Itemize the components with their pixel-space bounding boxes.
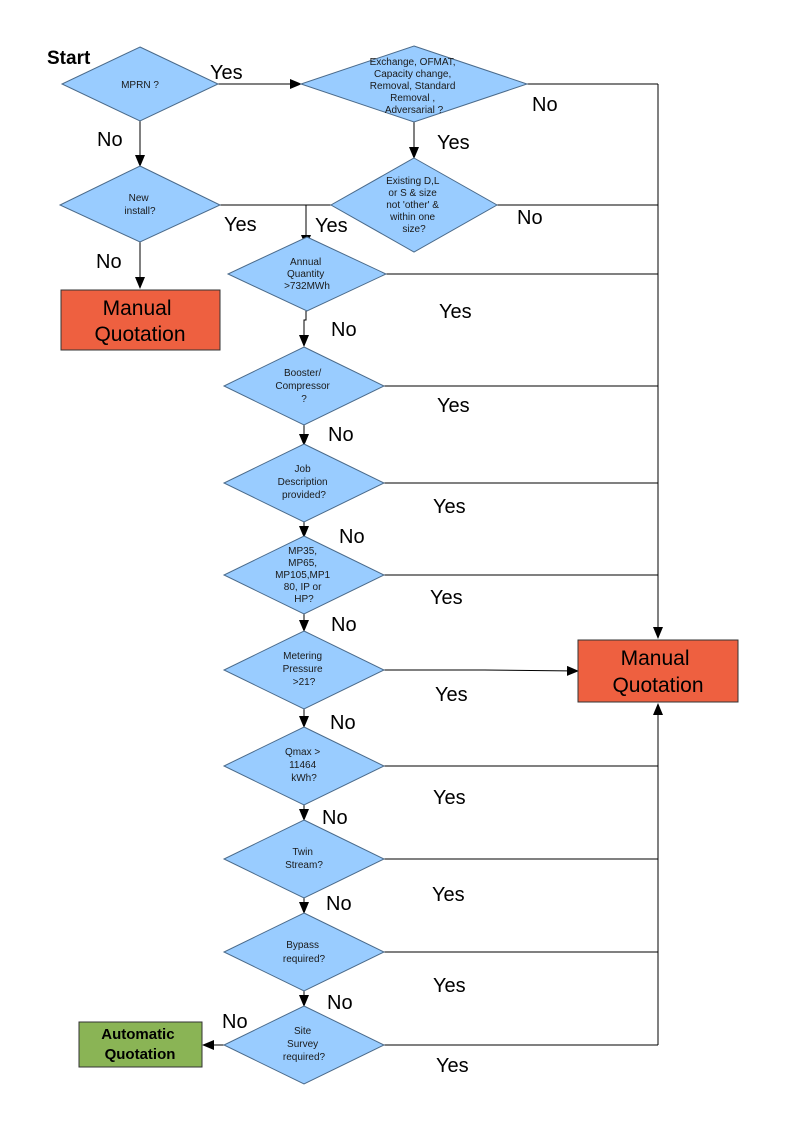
label-site-yes: Yes	[436, 1055, 469, 1077]
label-qmax-yes: Yes	[433, 787, 466, 809]
svg-text:Manual Quotation: Manual Quotation	[94, 297, 185, 346]
svg-text:Manual Quotation: Manual Quotation	[612, 647, 703, 697]
label-job-yes: Yes	[433, 496, 466, 518]
label-bypass-no: No	[327, 992, 353, 1014]
label-job-no: No	[339, 526, 365, 548]
label-twin-no: No	[326, 893, 352, 915]
label-twin-yes: Yes	[432, 884, 465, 906]
label-existing-yes: Yes	[315, 215, 348, 237]
label-exchange-yes: Yes	[437, 132, 470, 154]
decision-text: Twin Stream?	[285, 847, 323, 871]
decision-job-description: Job Description provided?	[222, 443, 386, 523]
label-annual-yes: Yes	[439, 301, 472, 323]
decision-twin-stream: Twin Stream?	[222, 819, 386, 899]
decision-mp: MP35, MP65, MP105,MP1 80, IP or HP?	[222, 535, 386, 615]
decision-text: Annual Quantity >732MWh	[284, 257, 330, 292]
label-site-no: No	[222, 1011, 248, 1033]
decision-text: MP35, MP65, MP105,MP1 80, IP or HP?	[275, 546, 333, 605]
label-annual-no: No	[331, 319, 357, 341]
label-qmax-no: No	[322, 807, 348, 829]
decision-text: Site Survey required?	[283, 1026, 326, 1063]
label-metering-yes: Yes	[435, 684, 468, 706]
decision-qmax: Qmax > 11464 kWh?	[222, 726, 386, 806]
edge-labels: Yes No No Yes Yes No Yes No Yes No Yes N…	[96, 62, 558, 1077]
decision-bypass: Bypass required?	[222, 912, 386, 992]
outcome-manual-quotation-right: Manual Quotation	[577, 639, 739, 703]
decision-text: Exchange, OFMAT, Capacity change, Remova…	[370, 57, 459, 116]
decision-text: New install?	[124, 193, 156, 217]
decision-site-survey: Site Survey required?	[222, 1005, 386, 1085]
label-new-install-yes: Yes	[224, 214, 257, 236]
label-new-install-no: No	[96, 251, 122, 273]
decision-text: Metering Pressure >21?	[283, 651, 326, 688]
label-metering-no: No	[330, 712, 356, 734]
decision-new-install: New install?	[58, 165, 222, 243]
decision-text: MPRN ?	[121, 80, 159, 91]
label-mprn-no: No	[97, 129, 123, 151]
label-mprn-yes: Yes	[210, 62, 243, 84]
label-mp-no: No	[331, 614, 357, 636]
decision-existing: Existing D,L or S & size not 'other' & w…	[329, 157, 499, 253]
decision-annual-quantity: Annual Quantity >732MWh	[226, 236, 388, 312]
decision-text: Booster/ Compressor ?	[275, 368, 332, 405]
decision-text: Qmax > 11464 kWh?	[285, 747, 323, 784]
label-existing-no: No	[517, 207, 543, 229]
decision-text: Bypass required?	[283, 940, 326, 965]
decision-exchange: Exchange, OFMAT, Capacity change, Remova…	[299, 45, 529, 123]
svg-text:Automatic Quotation: Automatic Quotation	[101, 1026, 179, 1063]
label-bypass-yes: Yes	[433, 975, 466, 997]
decision-metering-pressure: Metering Pressure >21?	[222, 630, 386, 710]
label-booster-yes: Yes	[437, 395, 470, 417]
decision-text: Existing D,L or S & size not 'other' & w…	[386, 176, 442, 235]
connectors	[135, 79, 663, 1050]
decision-text: Job Description provided?	[278, 464, 331, 501]
arrow-annual-no	[299, 311, 309, 347]
outcome-automatic-quotation: Automatic Quotation	[78, 1021, 203, 1068]
label-mp-yes: Yes	[430, 587, 463, 609]
start-label: Start	[47, 48, 91, 69]
arrow-metering-yes	[384, 665, 579, 676]
outcome-manual-quotation-left: Manual Quotation	[60, 289, 221, 351]
label-booster-no: No	[328, 424, 354, 446]
decision-mprn: MPRN ?	[60, 46, 220, 122]
decision-booster: Booster/ Compressor ?	[222, 346, 386, 426]
label-exchange-no: No	[532, 94, 558, 116]
